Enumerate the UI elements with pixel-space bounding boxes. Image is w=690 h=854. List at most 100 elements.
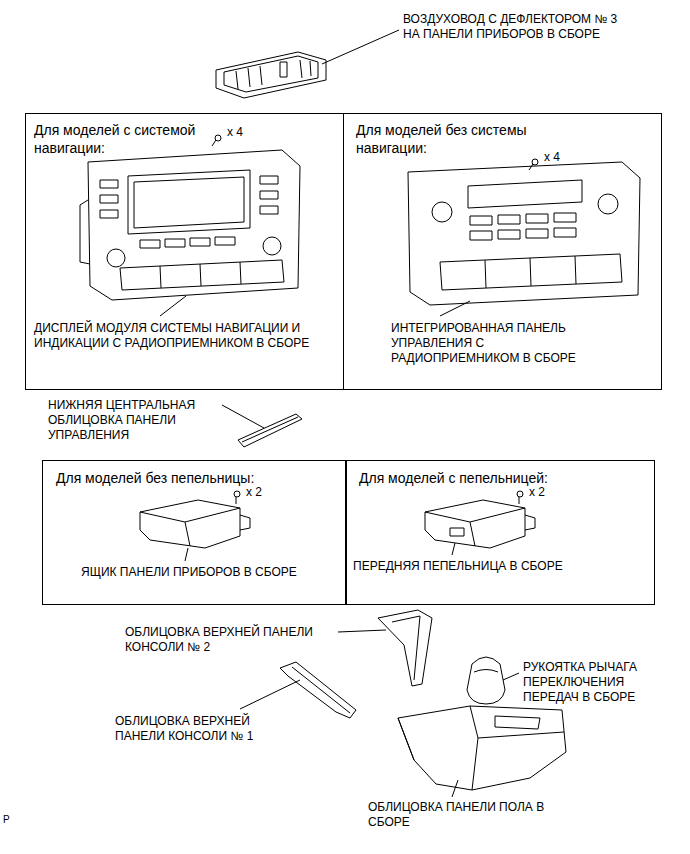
box-body xyxy=(140,500,240,548)
figure-code: P xyxy=(3,814,23,826)
screw-shank xyxy=(529,164,533,170)
screw-shank xyxy=(212,140,216,146)
vent-slat xyxy=(310,61,311,76)
divider xyxy=(160,266,161,288)
button xyxy=(260,206,278,214)
screw xyxy=(212,135,538,504)
floor-panel xyxy=(398,706,566,790)
button xyxy=(190,238,210,246)
part-name: ПЕРЕДНЯЯ ПЕПЕЛЬНИЦА В СБОРЕ xyxy=(353,559,643,574)
control-strip xyxy=(440,254,622,290)
vent-face xyxy=(224,56,318,92)
part-name: ОБЛИЦОВКА ВЕРХНЕЙ ПАНЕЛИ КОНСОЛИ № 1 xyxy=(115,714,285,744)
knob-edge xyxy=(474,670,498,673)
box-body xyxy=(425,500,525,548)
screw-shank xyxy=(236,497,237,504)
variant-heading: Для моделей без системы навигации: xyxy=(356,121,556,157)
leader-line xyxy=(160,296,186,316)
button xyxy=(140,240,160,248)
leader-line xyxy=(240,680,300,709)
button xyxy=(498,215,520,224)
vent-slat xyxy=(236,71,238,89)
knob xyxy=(432,202,452,222)
leader-line xyxy=(322,30,399,64)
quantity-label: x 4 xyxy=(544,150,560,164)
radio-body xyxy=(88,150,300,300)
screw-shank xyxy=(519,497,520,504)
variant-heading: Для моделей с пепельницей: xyxy=(359,469,629,487)
vent-knob xyxy=(280,62,287,77)
ashtray xyxy=(425,500,535,548)
trim-body xyxy=(280,662,356,718)
button xyxy=(260,176,278,184)
display-screen xyxy=(128,170,250,234)
box-edge xyxy=(425,508,525,522)
knob xyxy=(263,237,281,255)
variant-heading: Для моделей без пепельницы: xyxy=(56,469,326,487)
box-edge xyxy=(470,522,475,546)
vent-slat xyxy=(260,66,262,85)
shift-knob xyxy=(467,657,505,704)
knob xyxy=(107,249,125,267)
leader-line xyxy=(185,548,188,561)
divider xyxy=(240,262,241,284)
button xyxy=(215,237,235,245)
leader-line xyxy=(440,301,470,316)
panel-edge xyxy=(398,718,414,760)
part-name: РУКОЯТКА РЫЧАГА ПЕРЕКЛЮЧЕНИЯ ПЕРЕДАЧ В С… xyxy=(523,660,678,705)
variant-panel: Для моделей с пепельницей:x 2 ПЕРЕДНЯЯ ПЕ… xyxy=(345,460,655,605)
panel-body xyxy=(398,706,566,790)
vent-slat xyxy=(248,68,250,87)
button xyxy=(498,230,520,239)
variant-heading: Для моделей с системой навигации: xyxy=(34,121,234,157)
part-name: ОБЛИЦОВКА ВЕРХНЕЙ ПАНЕЛИ КОНСОЛИ № 2 xyxy=(125,625,335,655)
part-name: ДИСПЛЕЙ МОДУЛЯ СИСТЕМЫ НАВИГАЦИИ И ИНДИК… xyxy=(34,321,334,351)
trim-edge xyxy=(292,667,350,713)
leader-line xyxy=(222,405,264,428)
ashtray-lid xyxy=(450,528,464,536)
button xyxy=(100,195,118,203)
integrated-panel xyxy=(408,162,640,305)
variant-panel: Для моделей с системой навигации:x 4 ДИСП… xyxy=(25,113,344,390)
button xyxy=(470,216,492,225)
quantity-label: x 4 xyxy=(227,125,243,139)
box-edge xyxy=(185,522,190,546)
knob-body xyxy=(467,657,505,704)
part-name: ЯЩИК ПАНЕЛИ ПРИБОРОВ В СБОРЕ xyxy=(81,565,341,580)
leader-line xyxy=(452,780,458,797)
display xyxy=(468,180,582,208)
vent-slat xyxy=(300,60,302,78)
quantity-label: x 2 xyxy=(246,485,262,499)
panel-edge xyxy=(470,706,564,738)
vent-body xyxy=(216,52,326,98)
part-name: ОБЛИЦОВКА ПАНЕЛИ ПОЛА В СБОРЕ xyxy=(368,800,573,830)
quantity-label: x 2 xyxy=(529,485,545,499)
console-trim xyxy=(280,662,356,718)
leader-lines xyxy=(160,30,519,797)
panel-box xyxy=(140,500,250,548)
button xyxy=(100,180,118,188)
box-tab xyxy=(240,515,250,530)
divider xyxy=(530,258,531,286)
control-strip xyxy=(120,260,284,290)
box-edge xyxy=(140,508,240,522)
divider xyxy=(575,256,576,284)
screw-head xyxy=(234,491,240,497)
shift-opening xyxy=(495,716,540,729)
radio-body xyxy=(408,162,640,305)
trim-edge xyxy=(392,616,420,680)
navigation-radio xyxy=(80,150,300,300)
trim-body xyxy=(378,610,432,686)
divider xyxy=(200,264,201,286)
part-name: ВОЗДУХОВОД С ДЕФЛЕКТОРОМ № 3 НА ПАНЕЛИ П… xyxy=(403,12,618,42)
console-trim xyxy=(378,610,432,686)
variant-panel: Для моделей без системы навигации:x 4 ИНТ… xyxy=(343,113,662,390)
leader-line xyxy=(338,630,386,632)
knob xyxy=(598,194,618,214)
screw-head xyxy=(517,491,523,497)
button xyxy=(100,210,118,218)
divider xyxy=(485,260,486,288)
panel-edge xyxy=(472,738,478,790)
part-name: ИНТЕГРИРОВАННАЯ ПАНЕЛЬ УПРАВЛЕНИЯ С РАДИ… xyxy=(391,321,601,366)
